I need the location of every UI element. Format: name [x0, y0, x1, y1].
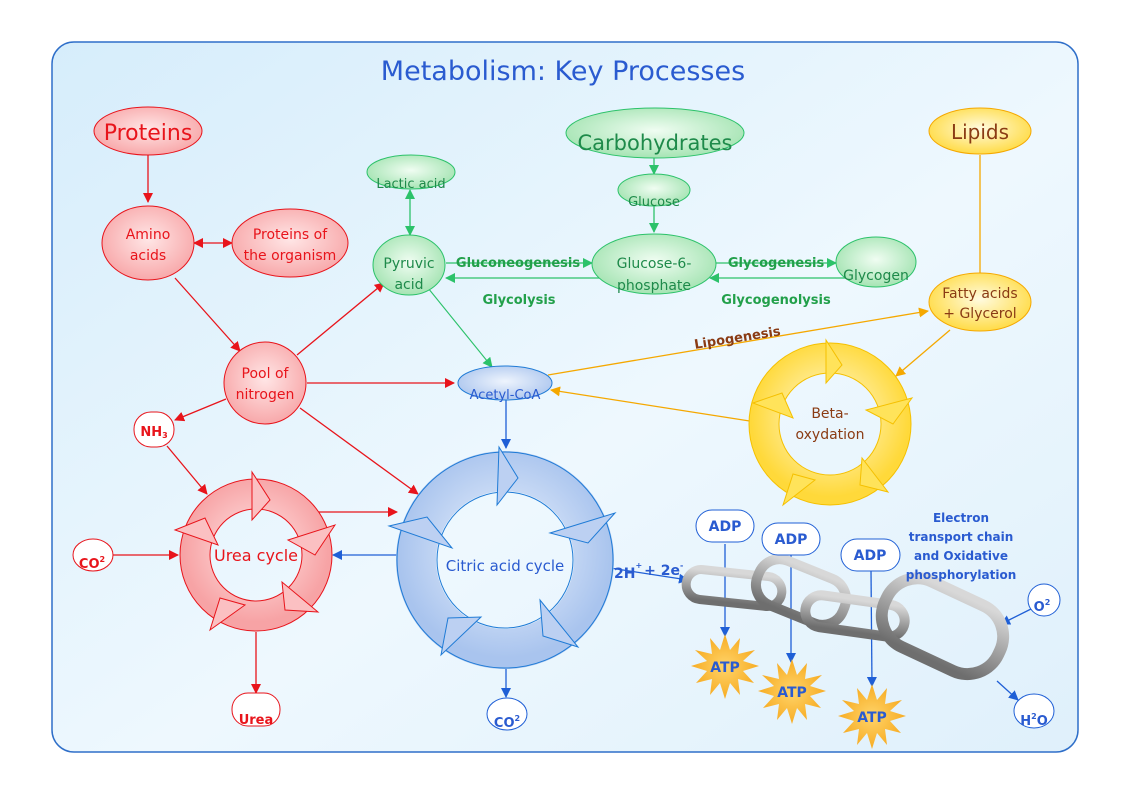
svg-text:Citric acid cycle: Citric acid cycle [446, 557, 565, 575]
svg-text:H2O: H2O [1020, 712, 1048, 729]
arrow-pool-to-citric [299, 407, 419, 495]
node-glucose-6-phosphate[interactable]: Glucose-6- phosphate [591, 233, 717, 295]
svg-text:ATP: ATP [777, 685, 807, 701]
diagram-title: Metabolism: Key Processes [381, 56, 745, 87]
atp-star-1[interactable]: ATP [691, 634, 759, 699]
urea-cycle[interactable]: Urea cycle [173, 470, 337, 632]
label-protons-electrons: 2H++ 2e- [614, 561, 683, 582]
atp-star-2[interactable]: ATP [758, 659, 826, 724]
label-electron-transport-chain: Electron transport chain and Oxidative p… [906, 511, 1016, 582]
svg-text:Glycogen: Glycogen [843, 268, 909, 284]
node-pyruvic-acid[interactable]: Pyruvic acid [372, 234, 446, 296]
svg-text:CO2: CO2 [79, 555, 105, 572]
starburst-icon [838, 684, 906, 749]
chain-graphic [681, 554, 1010, 681]
node-proteins[interactable]: Proteins [93, 106, 203, 156]
arrow-pyruvic-to-acetylcoa [427, 287, 493, 368]
node-adp-2[interactable]: ADP [761, 522, 821, 556]
arrow-beta-to-acetylcoa [550, 386, 757, 423]
svg-text:Pyruvic: Pyruvic [383, 256, 434, 272]
connectors [113, 153, 1036, 701]
svg-text:Lactic acid: Lactic acid [376, 177, 445, 192]
label-gluconeogenesis: Gluconeogenesis [456, 256, 580, 271]
svg-text:acids: acids [130, 248, 166, 264]
svg-text:Urea: Urea [239, 713, 274, 728]
svg-text:nitrogen: nitrogen [236, 387, 295, 403]
node-fatty-acids-glycerol[interactable]: Fatty acids + Glycerol [928, 272, 1032, 332]
node-adp-3[interactable]: ADP [840, 538, 901, 572]
arrow-lipogenesis [547, 307, 929, 376]
svg-text:Carbohydrates: Carbohydrates [577, 131, 732, 155]
svg-text:Fatty acids: Fatty acids [942, 286, 1017, 302]
svg-text:phosphorylation: phosphorylation [906, 568, 1016, 582]
svg-text:Lipids: Lipids [951, 120, 1009, 144]
svg-text:Glucose-6-: Glucose-6- [617, 256, 692, 272]
atp-star-3[interactable]: ATP [838, 684, 906, 749]
arrow-o2-to-etc [1000, 606, 1036, 625]
node-lipids[interactable]: Lipids [928, 107, 1032, 155]
svg-text:transport chain: transport chain [909, 530, 1014, 544]
svg-text:the organism: the organism [244, 248, 337, 264]
node-o2[interactable]: O2 [1027, 583, 1061, 617]
arrow-citric-to-etc [609, 567, 689, 584]
svg-text:ATP: ATP [710, 660, 740, 676]
node-amino-acids[interactable]: Amino acids [101, 205, 195, 281]
svg-text:and Oxidative: and Oxidative [914, 549, 1008, 563]
node-h2o[interactable]: H2O [1013, 693, 1055, 729]
starburst-icon [758, 659, 826, 724]
svg-text:Electron: Electron [933, 511, 989, 525]
svg-text:phosphate: phosphate [617, 278, 691, 294]
svg-text:Glucose: Glucose [628, 195, 680, 210]
arrow-fatty-to-beta [895, 329, 951, 377]
svg-text:oxydation: oxydation [796, 427, 865, 443]
svg-text:+ Glycerol: + Glycerol [943, 306, 1016, 322]
svg-text:Amino: Amino [126, 227, 171, 243]
node-nh3[interactable]: NH3 [133, 411, 175, 448]
node-acetyl-coa[interactable]: Acetyl-CoA [457, 365, 553, 403]
cycle-arrowheads [751, 338, 914, 507]
arrow-pool-to-nh3 [174, 398, 227, 422]
svg-text:CO2: CO2 [494, 714, 520, 731]
node-adp-1[interactable]: ADP [695, 509, 755, 543]
node-lactic-acid[interactable]: Lactic acid [366, 154, 456, 192]
arrow-etc-to-h2o [996, 680, 1019, 701]
node-co2-bottom[interactable]: CO2 [486, 697, 528, 731]
node-proteins-of-organism[interactable]: Proteins of the organism [231, 208, 349, 278]
node-glucose[interactable]: Glucose [617, 173, 691, 210]
arrow-amino-to-pool [174, 277, 241, 352]
node-glycogen[interactable]: Glycogen [835, 236, 917, 288]
svg-text:acid: acid [394, 277, 423, 293]
label-glycogenolysis: Glycogenolysis [721, 293, 831, 308]
svg-text:Proteins of: Proteins of [253, 227, 328, 243]
citric-acid-cycle[interactable]: Citric acid cycle [387, 445, 617, 669]
svg-text:ADP: ADP [709, 519, 742, 535]
arrow-adp3-to-atp3 [866, 569, 877, 687]
starburst-icon [691, 634, 759, 699]
cycle-arrowheads [173, 470, 337, 632]
svg-text:Beta-: Beta- [811, 406, 848, 422]
cycle-arrowheads [387, 445, 617, 657]
svg-text:ATP: ATP [857, 710, 887, 726]
svg-text:Acetyl-CoA: Acetyl-CoA [470, 388, 541, 403]
svg-text:NH3: NH3 [140, 425, 167, 440]
label-glycogenesis: Glycogenesis [728, 256, 825, 271]
svg-text:O2: O2 [1034, 598, 1051, 615]
node-co2-left[interactable]: CO2 [72, 538, 114, 572]
svg-text:Proteins: Proteins [104, 121, 193, 146]
node-urea[interactable]: Urea [231, 692, 281, 728]
svg-text:ADP: ADP [775, 532, 808, 548]
node-carbohydrates[interactable]: Carbohydrates [565, 107, 745, 159]
label-glycolysis: Glycolysis [482, 293, 555, 308]
svg-text:ADP: ADP [854, 548, 887, 564]
node-pool-of-nitrogen[interactable]: Pool of nitrogen [223, 341, 307, 425]
svg-text:Pool of: Pool of [242, 366, 290, 382]
beta-oxydation-cycle[interactable]: Beta- oxydation [748, 338, 914, 507]
arrow-pool-to-pyruvic [296, 282, 385, 356]
svg-text:Urea cycle: Urea cycle [214, 546, 298, 565]
arrow-nh3-to-urea [166, 445, 208, 495]
